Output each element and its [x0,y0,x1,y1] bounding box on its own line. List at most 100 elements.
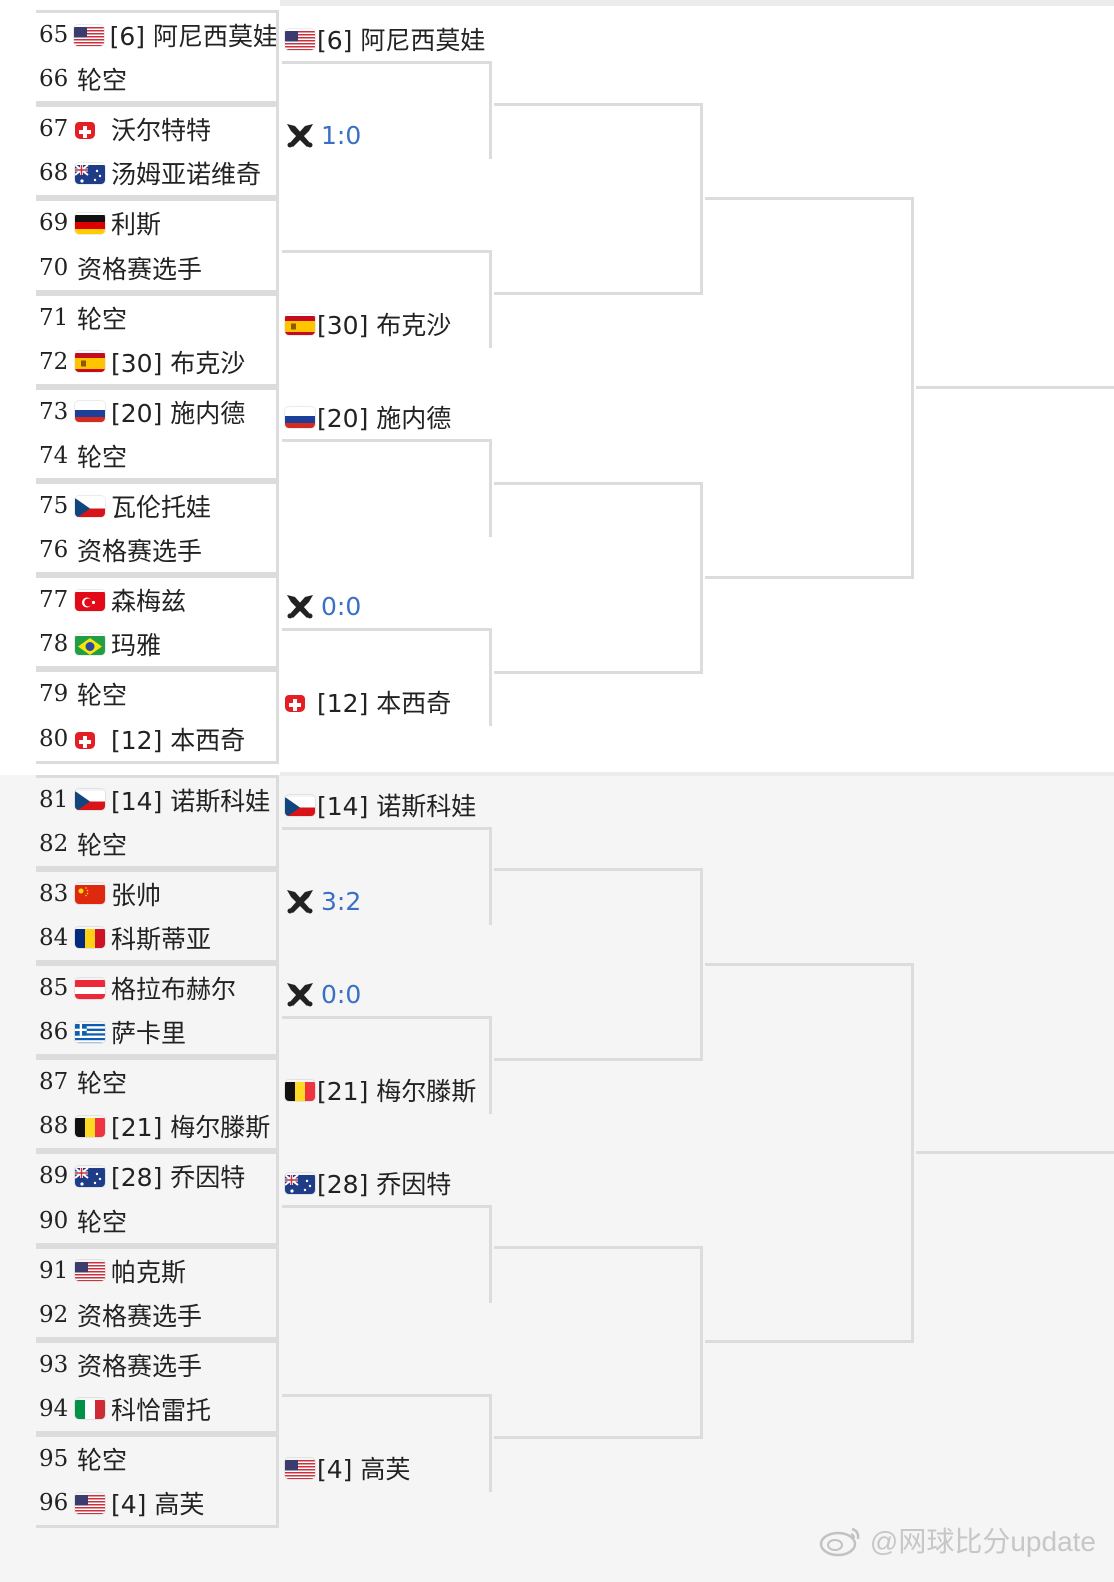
round3-connector [700,103,703,295]
draw-position-number: 80 [39,725,69,752]
player-name: 轮空 [77,66,128,96]
round2-entry[interactable]: [4] 高芙 [282,1445,492,1492]
flag-wrapper [285,1080,317,1101]
round2-entry[interactable]: [20] 施内德 [282,395,492,442]
flag-es-icon [75,351,105,373]
draw-position-number: 87 [39,1069,69,1096]
flag-wrapper [285,29,317,50]
round2-match-score[interactable]: 3:2 [282,878,492,925]
player-name: 轮空 [77,304,128,334]
flag-wrapper [75,351,109,373]
round2-entry[interactable]: [14] 诺斯科娃 [282,783,492,830]
round1-entry[interactable]: 81[14] 诺斯科娃 [36,774,278,822]
draw-position-number: 81 [39,786,69,813]
draw-position-number: 72 [39,348,69,375]
match-score: 0:0 [321,979,362,1009]
round1-entry[interactable]: 65[6] 阿尼西莫娃 [36,10,278,57]
round2-match-score[interactable]: 0:0 [282,972,492,1019]
round3-line [494,1058,702,1061]
flag-be-icon [75,1116,105,1137]
flag-au-icon [75,163,105,184]
round1-connector [276,1434,279,1529]
draw-position-number: 96 [39,1490,69,1517]
draw-position-number: 67 [39,116,69,143]
round1-entry[interactable]: 66 轮空 [36,57,278,105]
round1-entry[interactable]: 88[21] 梅尔滕斯 [36,1104,278,1152]
crossed-rackets-icon [287,124,313,148]
flag-wrapper [75,1116,109,1137]
round2-entry[interactable]: [12] 本西奇 [282,679,492,726]
player-name: [6] 阿尼西莫娃 [317,26,486,55]
crossed-rackets-icon [287,890,313,914]
draw-position-number: 76 [39,537,69,564]
flag-wrapper [75,401,109,423]
round2-entry[interactable]: [30] 布克沙 [282,301,492,348]
round1-entry[interactable]: 73[20] 施内德 [36,386,278,434]
player-name: 资格赛选手 [77,1351,203,1381]
round2-entry[interactable]: [21] 梅尔滕斯 [282,1067,492,1114]
round1-connector [276,104,279,199]
player-name: [20] 施内德 [111,398,246,428]
round3-line [494,292,702,295]
round1-entry[interactable]: 96[4] 高芙 [36,1481,278,1529]
flag-de-icon [75,213,105,234]
flag-wrapper [75,1493,109,1514]
round1-entry[interactable]: 72[30] 布克沙 [36,340,278,387]
round1-connector [276,774,279,869]
round2-match-score[interactable]: 1:0 [282,112,492,159]
flag-ro-icon [75,927,105,949]
draw-position-number: 66 [39,66,69,93]
round1-entry[interactable]: 76 资格赛选手 [36,528,278,576]
match-score: 0:0 [321,591,362,621]
round1-entry[interactable]: 67 沃尔特特 [36,104,278,151]
draw-position-number: 92 [39,1301,69,1328]
match-score: 1:0 [321,120,362,150]
round3-line [494,868,702,871]
draw-position-number: 75 [39,493,69,519]
round1-entry[interactable]: 80[12] 本西奇 [36,717,278,764]
round3-line [494,1436,702,1439]
draw-position-number: 90 [39,1207,69,1234]
round1-connector [276,1057,279,1152]
flag-au-icon [75,1166,105,1187]
round4-line [705,576,913,579]
round2-connector [489,1019,492,1114]
player-name: [14] 诺斯科娃 [317,792,477,821]
flag-wrapper [75,213,109,234]
round2-entry[interactable]: [28] 乔因特 [282,1161,492,1208]
flag-us-icon [285,29,315,50]
round1-connector [276,1245,279,1340]
draw-position-number: 89 [39,1163,69,1190]
draw-position-number: 74 [39,442,69,469]
round1-connector [276,963,279,1058]
player-name: 沃尔特特 [111,116,212,146]
player-name: 轮空 [77,681,128,711]
round1-entry[interactable]: 89[28] 乔因特 [36,1151,278,1198]
flag-wrapper [75,789,109,811]
round2-entry[interactable]: [6] 阿尼西莫娃 [282,17,492,64]
flag-es-icon [285,314,315,335]
round2-match-score[interactable]: 0:0 [282,584,492,631]
player-name: 资格赛选手 [77,537,203,567]
